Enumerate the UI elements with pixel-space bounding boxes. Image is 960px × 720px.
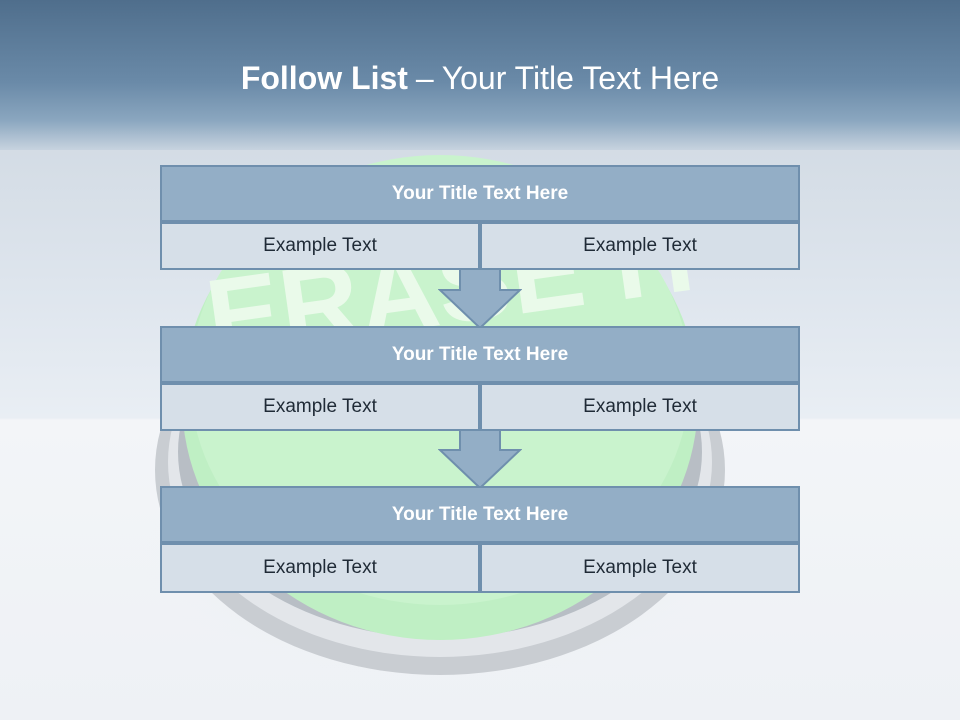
page-title: Follow List–Your Title Text Here	[0, 56, 960, 100]
step-cell-right: Example Text	[480, 543, 800, 593]
step-cell-right: Example Text	[480, 222, 800, 270]
step-title: Your Title Text Here	[160, 486, 800, 543]
step-title: Your Title Text Here	[160, 326, 800, 383]
step-cell-right: Example Text	[480, 383, 800, 431]
down-arrow-icon	[438, 428, 522, 490]
title-dash: –	[415, 60, 434, 96]
down-arrow-icon	[438, 268, 522, 330]
step-title: Your Title Text Here	[160, 165, 800, 222]
step-cell-left: Example Text	[160, 543, 480, 593]
step-cell-left: Example Text	[160, 383, 480, 431]
step-cell-left: Example Text	[160, 222, 480, 270]
title-rest: Your Title Text Here	[441, 60, 720, 96]
title-bold: Follow List	[240, 60, 408, 96]
header-band	[0, 0, 960, 150]
